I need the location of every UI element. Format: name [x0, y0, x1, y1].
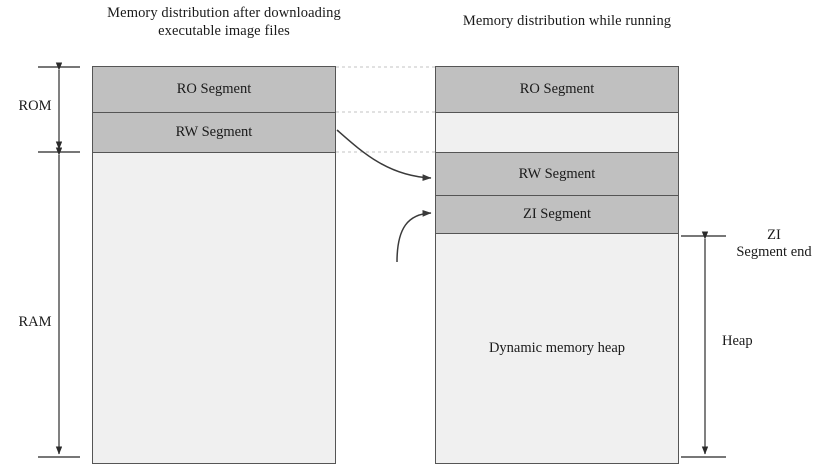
connector-rw-to-rw — [336, 129, 432, 181]
left-block-free-space — [93, 153, 335, 463]
heap-bracket — [681, 231, 726, 458]
ram-bracket-label: RAM — [18, 314, 52, 330]
right-block-ro-segment-label: RO Segment — [519, 81, 595, 97]
zi-segment-end-label-line1: ZI — [767, 227, 781, 243]
guide-lines — [336, 66, 435, 153]
right-block-zi-segment-label: ZI Segment — [522, 206, 592, 222]
right-block-rw-segment-label: RW Segment — [518, 165, 596, 182]
right-memory-column: RO Segment RW Segment ZI Segment Dynamic… — [435, 66, 679, 464]
right-column-title: Memory distribution while running — [462, 13, 672, 29]
left-block-ro-segment: RO Segment — [93, 67, 335, 113]
right-block-zi-segment: ZI Segment — [436, 196, 678, 234]
zi-segment-end-label-line2: Segment end — [736, 244, 812, 260]
right-block-dynamic-memory-heap: Dynamic memory heap — [436, 234, 678, 463]
rom-bracket-label: ROM — [18, 98, 52, 114]
left-block-ro-segment-label: RO Segment — [176, 81, 252, 97]
right-block-rw-segment: RW Segment — [436, 153, 678, 196]
left-block-rw-segment: RW Segment — [93, 113, 335, 153]
ram-bracket — [38, 147, 80, 458]
right-block-ro-segment: RO Segment — [436, 67, 678, 113]
right-block-dynamic-memory-heap-label: Dynamic memory heap — [488, 340, 626, 356]
left-memory-column: RO Segment RW Segment — [92, 66, 336, 464]
left-block-rw-segment-label: RW Segment — [175, 124, 253, 140]
zi-segment-end-label: ZI Segment end — [722, 227, 826, 261]
connector-heap-to-zi — [396, 209, 432, 263]
heap-bracket-label: Heap — [722, 333, 753, 349]
right-block-gap — [436, 113, 678, 153]
left-column-title: Memory distribution after downloading ex… — [107, 5, 341, 39]
